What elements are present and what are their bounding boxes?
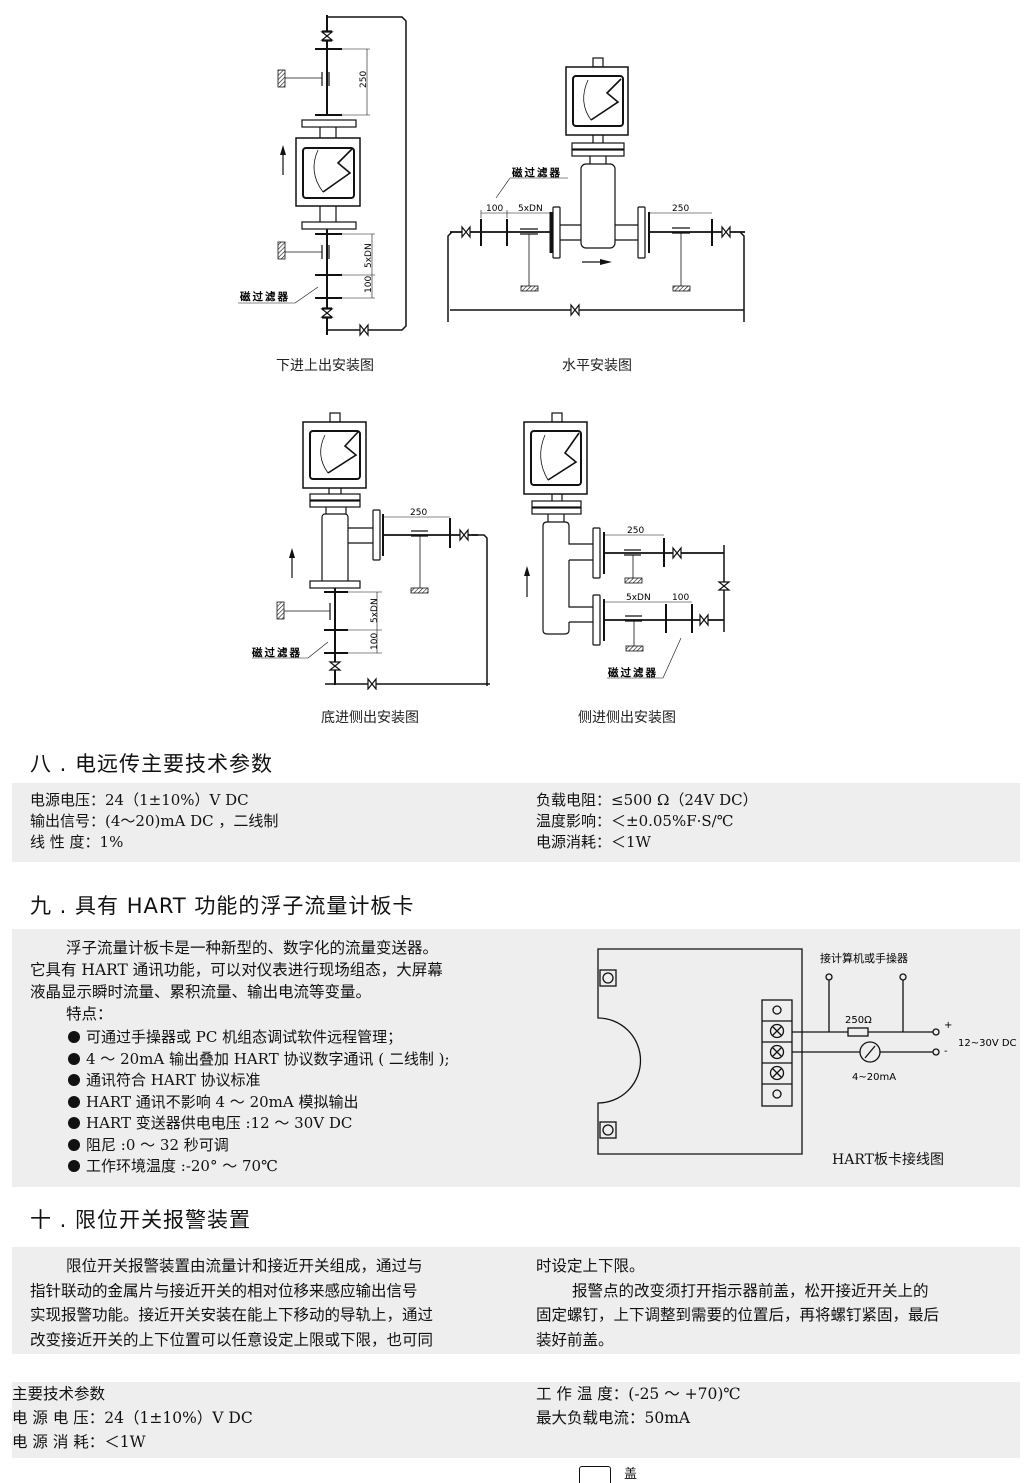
section-9-panel: 浮子流量计板卡是一种新型的、数字化的流量变送器。 它具有 HART 通讯功能，可… bbox=[12, 929, 1020, 1187]
supply-label: 12~30V DC bbox=[958, 1038, 1017, 1049]
dim-label: 250 bbox=[359, 71, 369, 88]
feature-item: HART 通讯不影响 4 ～ 20mA 模拟输出 bbox=[68, 1092, 450, 1114]
caption-side-side-install: 侧进侧出安装图 bbox=[578, 710, 676, 726]
current-label: 4~20mA bbox=[852, 1072, 896, 1083]
flow-arrow-icon bbox=[600, 259, 612, 265]
para-line: 时设定上下限。 bbox=[536, 1257, 645, 1275]
section-10-panel: 限位开关报警装置由流量计和接近开关组成，通过与 指针联动的金属片与接近开关的相对… bbox=[12, 1247, 1020, 1354]
wiring-caption: HART板卡接线图 bbox=[832, 1152, 944, 1168]
section-8-title: 八 . 电远传主要技术参数 bbox=[30, 752, 274, 776]
hart-wiring-diagram: 接计算机或手操器 250Ω 4~20mA + - 12~30V DC bbox=[597, 948, 1017, 1155]
flow-arrow-icon bbox=[524, 566, 530, 576]
plus-label: + bbox=[944, 1020, 952, 1031]
para-line: 报警点的改变须打开指示器前盖，松开接近开关上的 bbox=[572, 1281, 929, 1300]
computer-label: 接计算机或手操器 bbox=[820, 951, 908, 965]
filter-label: 磁过滤器 bbox=[512, 166, 562, 179]
para-line: 限位开关报警装置由流量计和接近开关组成，通过与 bbox=[66, 1257, 423, 1275]
dim-label: 100 bbox=[672, 593, 689, 603]
params-panel: 主要技术参数 电 源 电 压：24（1±10%）V DC 电 源 消 耗：＜1W… bbox=[12, 1382, 1020, 1458]
spec-line: 输出信号：(4～20)mA DC ，二线制 bbox=[30, 812, 279, 830]
footer-fragment: 盖 bbox=[624, 1467, 638, 1482]
bullet-icon bbox=[68, 1074, 80, 1086]
spec-line: 温度影响：＜±0.05%F·S/℃ bbox=[536, 812, 734, 830]
intro-line: 它具有 HART 通讯功能，可以对仪表进行现场组态，大屏幕 bbox=[30, 961, 443, 979]
spec-line: 负载电阻：≤500 Ω（24V DC） bbox=[536, 791, 758, 809]
section-10-title: 十 . 限位开关报警装置 bbox=[30, 1208, 252, 1232]
para-line: 改变接近开关的上下位置可以任意设定上限或下限，也可同 bbox=[30, 1330, 434, 1349]
dim-label: 5xDN bbox=[518, 204, 543, 214]
feature-item: 工作环境温度 :-20° ～ 70℃ bbox=[68, 1156, 450, 1178]
filter-label: 磁过滤器 bbox=[240, 290, 290, 303]
intro-line: 浮子流量计板卡是一种新型的、数字化的流量变送器。 bbox=[66, 939, 439, 957]
caption-bottom-side-install: 底进侧出安装图 bbox=[321, 710, 419, 726]
board-outline bbox=[597, 948, 803, 1155]
spec-line: 电源消耗：＜1W bbox=[536, 833, 651, 851]
para-line: 装好前盖。 bbox=[536, 1330, 614, 1349]
dim-label: 100 bbox=[364, 276, 374, 293]
para-line: 实现报警功能。接近开关安装在能上下移动的导轨上，通过 bbox=[30, 1306, 434, 1324]
dim-label: 250 bbox=[627, 526, 644, 536]
bullet-icon bbox=[68, 1117, 80, 1129]
flow-arrow-icon bbox=[280, 145, 286, 155]
feature-list: 可通过手操器或 PC 机组态调试软件远程管理； 4 ～ 20mA 输出叠加 HA… bbox=[68, 1027, 450, 1178]
para-line: 指针联动的金属片与接近开关的相对位移来感应输出信号 bbox=[30, 1281, 418, 1300]
param-line: 电 源 电 压：24（1±10%）V DC bbox=[12, 1409, 253, 1427]
features-label: 特点： bbox=[66, 1005, 113, 1023]
bullet-icon bbox=[68, 1095, 80, 1108]
feature-item: 4 ～ 20mA 输出叠加 HART 协议数字通讯 ( 二线制 ); bbox=[68, 1049, 450, 1071]
dim-label: 100 bbox=[370, 633, 380, 650]
dim-label: 100 bbox=[486, 204, 503, 214]
diagram-vertical-install: 250 5xDN 100 磁过滤器 bbox=[238, 15, 407, 337]
resistor-label: 250Ω bbox=[845, 1015, 872, 1026]
diagram-side-side-install: 250 5xDN 100 磁过滤器 bbox=[523, 412, 731, 679]
caption-horizontal-install: 水平安装图 bbox=[562, 358, 632, 374]
dim-label: 250 bbox=[410, 508, 427, 518]
filter-label: 磁过滤器 bbox=[608, 666, 658, 679]
bullet-icon bbox=[68, 1031, 80, 1043]
bullet-icon bbox=[68, 1160, 80, 1172]
feature-item: HART 变送器供电电压 :12 ～ 30V DC bbox=[68, 1113, 450, 1135]
dim-label: 5xDN bbox=[364, 243, 374, 268]
feature-item: 可通过手操器或 PC 机组态调试软件远程管理； bbox=[68, 1027, 450, 1049]
params-heading: 主要技术参数 bbox=[12, 1385, 106, 1403]
section-8-panel: 电源电压：24（1±10%）V DC 输出信号：(4～20)mA DC ，二线制… bbox=[12, 783, 1020, 862]
dim-label: 5xDN bbox=[626, 593, 651, 603]
param-line: 电 源 消 耗：＜1W bbox=[12, 1433, 146, 1451]
diagram-horizontal-install: 100 5xDN 250 磁过滤器 bbox=[447, 57, 745, 322]
spec-line: 线 性 度：1% bbox=[30, 833, 124, 851]
para-line: 固定螺钉，上下调整到需要的位置后，再将螺钉紧固，最后 bbox=[536, 1306, 940, 1324]
param-line: 最大负载电流：50mA bbox=[536, 1409, 691, 1427]
flow-arrow-icon bbox=[289, 548, 295, 558]
dim-label: 250 bbox=[672, 204, 689, 214]
minus-label: - bbox=[944, 1046, 948, 1057]
spec-line: 电源电压：24（1±10%）V DC bbox=[30, 791, 249, 809]
param-line: 工 作 温 度：(-25 ～ +70)℃ bbox=[536, 1385, 741, 1403]
dim-label: 5xDN bbox=[370, 598, 380, 623]
caption-vertical-install: 下进上出安装图 bbox=[276, 358, 374, 374]
bullet-icon bbox=[68, 1138, 80, 1151]
footer-box-icon bbox=[579, 1466, 611, 1483]
filter-label: 磁过滤器 bbox=[252, 646, 302, 659]
bullet-icon bbox=[68, 1052, 80, 1065]
section-9-title: 九 . 具有 HART 功能的浮子流量计板卡 bbox=[30, 894, 415, 918]
diagram-bottom-side-install: 250 5xDN 100 磁过滤器 bbox=[252, 412, 490, 690]
feature-item: 通讯符合 HART 协议标准 bbox=[68, 1070, 450, 1092]
intro-line: 液晶显示瞬时流量、累积流量、输出电流等变量。 bbox=[30, 983, 372, 1001]
feature-item: 阻尼 :0 ～ 32 秒可调 bbox=[68, 1135, 450, 1157]
